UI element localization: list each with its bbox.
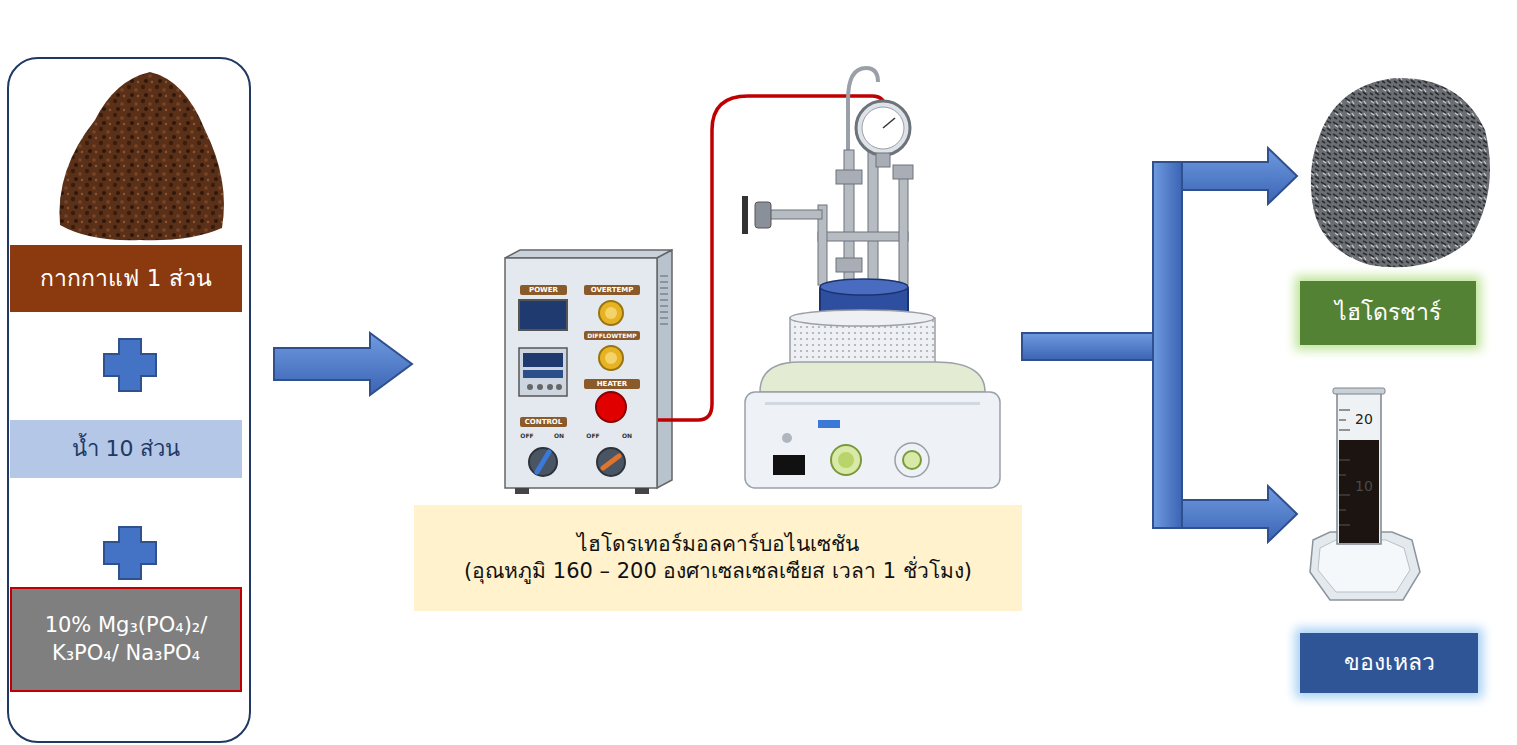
box-text: ของเหลว <box>1344 648 1435 678</box>
product-box: ไฮโดรชาร์ <box>1300 281 1476 345</box>
split-arrow <box>1022 148 1297 542</box>
panel-tag: CONTROL <box>520 417 567 427</box>
scale-number: 10 <box>1352 478 1376 495</box>
panel-tag: HEATER <box>584 379 640 389</box>
box-text: 10% Mg₃(PO₄)₂/ K₃PO₄/ Na₃PO₄ <box>42 612 210 667</box>
panel-tag: DIFFLOWTEMP <box>584 331 640 340</box>
plus-sign <box>104 339 156 391</box>
input-panel <box>8 58 250 742</box>
plus-sign <box>104 527 156 579</box>
switch-label: OFF <box>518 431 536 440</box>
box-text: น้ำ 10 ส่วน <box>72 435 181 464</box>
box-subtext: (อุณหภูมิ 160 – 200 องศาเซลเซลเซียส เวลา… <box>464 558 972 585</box>
controller-illustration <box>505 250 672 494</box>
switch-label: ON <box>620 431 634 440</box>
box-text: ไฮโดรชาร์ <box>1335 298 1441 328</box>
scale-number: 20 <box>1352 411 1376 428</box>
panel-tag: POWER <box>520 285 567 295</box>
ingredient-box: น้ำ 10 ส่วน <box>10 420 242 478</box>
reactor-illustration <box>742 68 1000 488</box>
switch-label: ON <box>552 431 566 440</box>
catalyst-box: 10% Mg₃(PO₄)₂/ K₃PO₄/ Na₃PO₄ <box>10 587 242 692</box>
box-text: กากกาแฟ 1 ส่วน <box>40 264 211 294</box>
switch-label: OFF <box>584 431 602 440</box>
ingredient-box: กากกาแฟ 1 ส่วน <box>10 245 242 312</box>
liquid-cylinder-image <box>1310 388 1420 600</box>
box-text: ไฮโดรเทอร์มอลคาร์บอไนเซชัน <box>577 531 859 558</box>
product-box: ของเหลว <box>1300 633 1478 693</box>
coffee-grounds-image <box>59 72 223 240</box>
panel-tag: OVERTEMP <box>584 285 640 295</box>
hydrochar-image <box>1311 78 1490 267</box>
process-box: ไฮโดรเทอร์มอลคาร์บอไนเซชัน(อุณหภูมิ 160 … <box>414 505 1022 611</box>
flow-arrow <box>274 333 412 395</box>
